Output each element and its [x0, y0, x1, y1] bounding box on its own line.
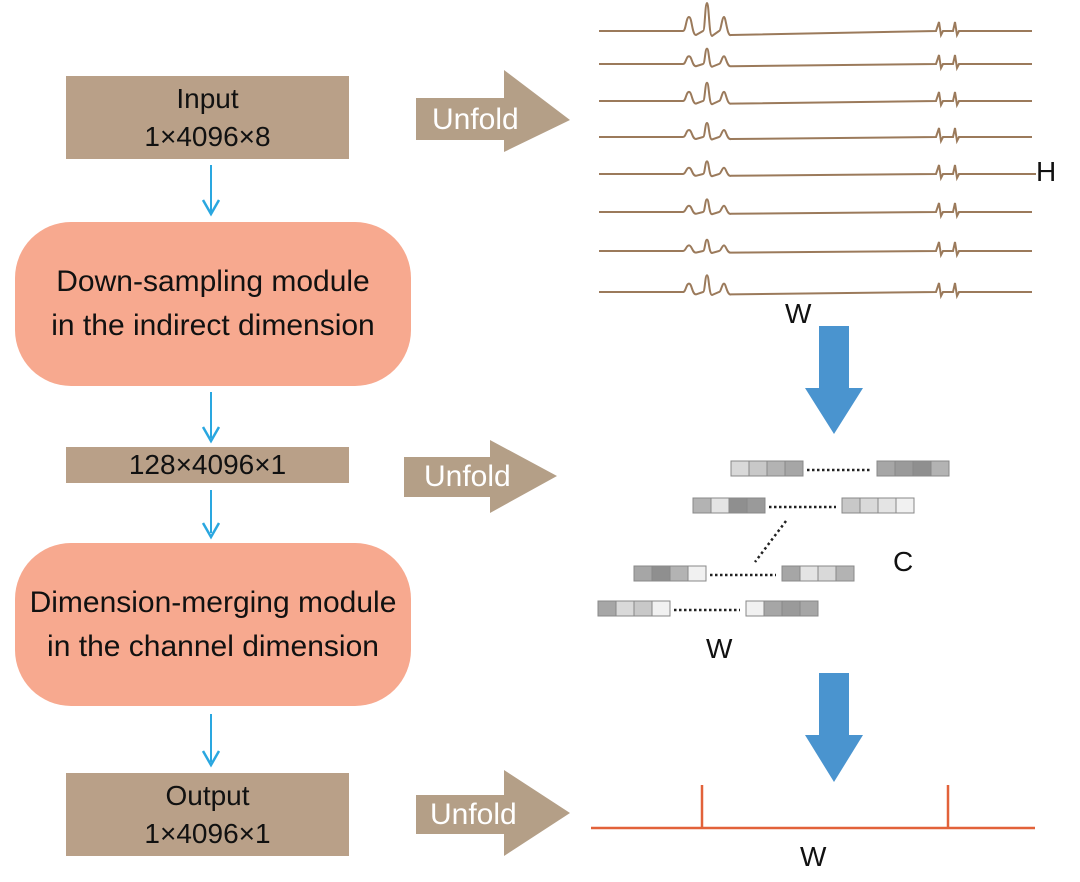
down-arrow-icon: [201, 490, 221, 540]
down-arrow-icon: [201, 392, 221, 444]
feature-cell: [692, 497, 712, 514]
spectrum-line: [599, 81, 1032, 109]
unfold-label-1: Unfold: [432, 103, 519, 136]
feature-cell: [894, 460, 914, 477]
input-title: Input: [176, 82, 239, 114]
down-block-arrow-icon: [805, 326, 863, 434]
unfold-label-3: Unfold: [430, 798, 517, 831]
feature-cell: [651, 600, 671, 617]
feature-cell: [633, 600, 653, 617]
output-box: Output 1×4096×1: [66, 773, 349, 856]
feature-cell: [615, 600, 635, 617]
output-spectrum: [591, 785, 1035, 830]
output-dims: 1×4096×1: [144, 817, 271, 849]
output-title: Output: [165, 779, 250, 811]
feature-cell: [895, 497, 915, 514]
feature-cell: [799, 600, 819, 617]
feature-cell: [799, 565, 819, 582]
axis-c: C: [893, 546, 914, 577]
right-block-arrow-icon: [404, 440, 557, 513]
vertical-ellipsis: [754, 520, 787, 563]
spectrum-line: [599, 121, 1032, 145]
feature-cell: [687, 565, 707, 582]
feature-cell: [669, 565, 689, 582]
feature-cell: [597, 600, 617, 617]
feature-cell: [781, 565, 801, 582]
unfold-label-2: Unfold: [424, 460, 511, 493]
down-arrow-icon: [201, 165, 221, 217]
axis-w-middle: W: [706, 633, 733, 664]
feature-cell: [912, 460, 932, 477]
feature-cell: [730, 460, 750, 477]
right-block-arrow-icon: [416, 770, 570, 856]
downsampling-line2: in the indirect dimension: [51, 309, 375, 342]
axis-h: H: [1036, 156, 1057, 187]
feature-cell: [930, 460, 950, 477]
feature-cell: [841, 497, 861, 514]
feature-cell: [859, 497, 879, 514]
feature-cell: [781, 600, 801, 617]
merging-line2: in the channel dimension: [47, 629, 379, 663]
middle-dims: 128×4096×1: [128, 449, 287, 480]
right-block-arrow-icon: [416, 70, 570, 152]
feature-cell: [876, 460, 896, 477]
feature-cell: [746, 497, 766, 514]
spectrum-line: [599, 160, 1032, 182]
feature-cell: [633, 565, 653, 582]
middle-dims-box: 128×4096×1: [66, 447, 349, 483]
spectra-stack: [599, 1, 1032, 300]
spectrum-line: [599, 274, 1032, 300]
feature-cell: [835, 565, 855, 582]
feature-cell: [728, 497, 748, 514]
downsampling-module: Down-sampling module in the indirect dim…: [15, 222, 411, 386]
downsampling-line1: Down-sampling module: [56, 265, 370, 298]
feature-cell: [877, 497, 897, 514]
merging-line1: Dimension-merging module: [29, 585, 397, 619]
feature-cell: [745, 600, 765, 617]
feature-rows: [597, 460, 950, 617]
feature-cell: [710, 497, 730, 514]
spectrum-line: [599, 198, 1032, 220]
down-arrow-icon: [201, 714, 221, 768]
down-block-arrow-icon: [805, 673, 863, 782]
feature-cell: [766, 460, 786, 477]
feature-cell: [784, 460, 804, 477]
input-box: Input 1×4096×8: [66, 76, 349, 159]
input-dims: 1×4096×8: [144, 120, 271, 152]
feature-cell: [748, 460, 768, 477]
axis-w-top: W: [785, 298, 812, 329]
feature-cell: [651, 565, 671, 582]
spectrum-line: [599, 47, 1032, 72]
feature-cell: [763, 600, 783, 617]
axis-w-bottom: W: [800, 841, 827, 872]
merging-module: Dimension-merging module in the channel …: [15, 543, 411, 706]
spectrum-line: [599, 238, 1032, 259]
feature-cell: [817, 565, 837, 582]
spectrum-line: [599, 1, 1032, 39]
